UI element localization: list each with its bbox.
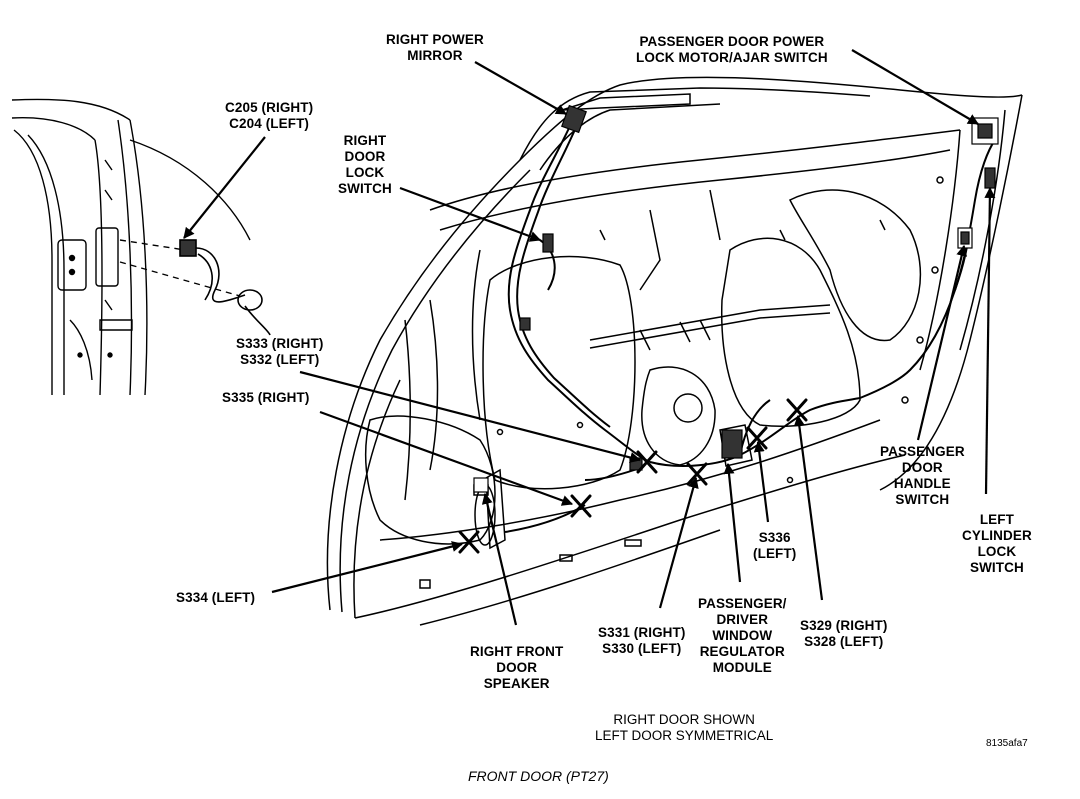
label-s336: S336(LEFT)	[753, 530, 797, 561]
door-inner-panel	[326, 76, 1023, 626]
leader-right-door-lock-switch	[399, 186, 542, 242]
callout-leaders	[183, 49, 996, 626]
label-s335: S335 (RIGHT)	[222, 390, 310, 405]
leader-c205	[183, 136, 266, 239]
figure-code: 8135afa7	[986, 738, 1028, 749]
label-s334: S334 (LEFT)	[176, 590, 256, 605]
leader-passenger-door-handle	[916, 244, 968, 441]
splice-s334	[458, 530, 480, 554]
splice-s335	[570, 494, 592, 518]
leader-lock-motor	[851, 49, 979, 125]
leader-window-regulator	[723, 462, 742, 583]
label-s329-s328: S329 (RIGHT)S328 (LEFT)	[800, 618, 888, 649]
leader-s333	[299, 370, 642, 463]
leader-speaker	[481, 492, 518, 626]
label-s331-s330: S331 (RIGHT)S330 (LEFT)	[598, 625, 686, 656]
figure-caption: FRONT DOOR (PT27)	[468, 768, 609, 784]
c205-connector	[179, 239, 271, 336]
leader-s331	[658, 476, 699, 609]
body-pillar-inset	[11, 98, 251, 396]
label-c205-c204: C205 (RIGHT)C204 (LEFT)	[225, 100, 314, 131]
splice-marks	[458, 398, 808, 554]
leader-s336	[753, 440, 770, 523]
label-s333-s332: S333 (RIGHT)S332 (LEFT)	[236, 336, 324, 367]
leader-s329	[793, 414, 824, 601]
leader-left-cylinder	[984, 186, 996, 495]
leader-right-power-mirror	[474, 61, 567, 115]
leader-s334	[271, 541, 464, 594]
leader-s335	[319, 410, 574, 506]
door-wire-harness	[504, 114, 996, 533]
